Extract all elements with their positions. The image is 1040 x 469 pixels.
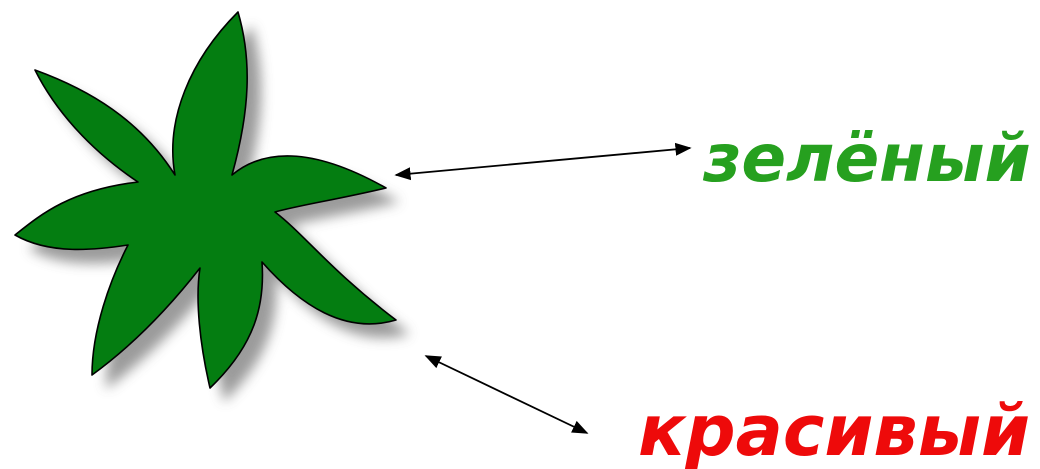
green-star-shape	[14, 11, 397, 389]
arrow-to-beautiful-label	[424, 355, 589, 434]
green-label: зелёный	[703, 120, 1031, 197]
beautiful-label: красивый	[638, 390, 1031, 469]
arrow-to-green-label	[394, 142, 692, 181]
